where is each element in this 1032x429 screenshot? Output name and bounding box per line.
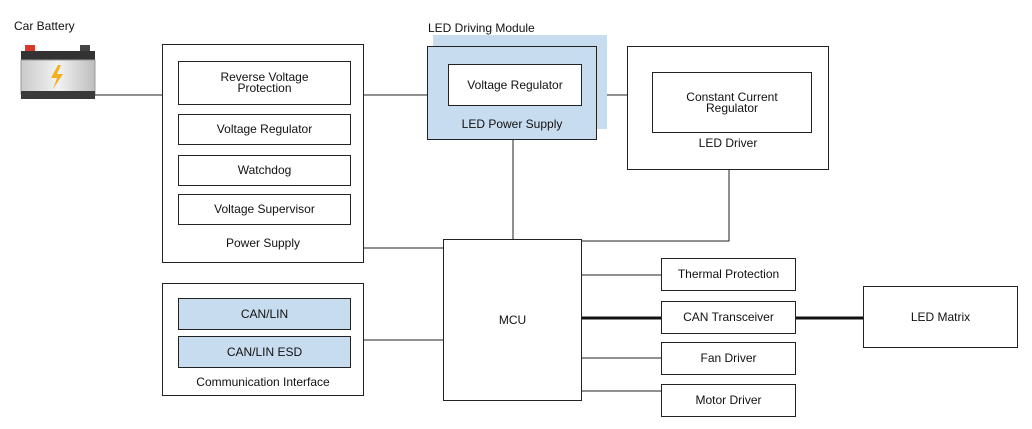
can-lin-label: CAN/LIN [240, 306, 289, 321]
can-lin-esd-label: CAN/LIN ESD [226, 344, 303, 359]
can-lin-esd-block: CAN/LIN ESD [178, 336, 351, 368]
reverse-voltage-protection-label: Reverse Voltage Protection [220, 70, 309, 95]
can-lin-block: CAN/LIN [178, 298, 351, 330]
constant-current-regulator-block: Constant Current Regulator [652, 72, 812, 133]
fan-driver-block: Fan Driver [661, 342, 796, 375]
can-transceiver-label: CAN Transceiver [683, 310, 774, 324]
thermal-protection-block: Thermal Protection [661, 258, 796, 291]
led-voltage-regulator-block: Voltage Regulator [448, 64, 582, 106]
led-driving-module-title: LED Driving Module [428, 21, 535, 35]
led-matrix-box: LED Matrix [863, 286, 1018, 348]
battery-label: Car Battery [14, 19, 75, 33]
led-power-supply-label: LED Power Supply [461, 117, 563, 131]
wire-led-driver-to-mcu [582, 170, 730, 242]
communication-interface-label: Communication Interface [196, 375, 330, 389]
mcu-label: MCU [498, 312, 527, 327]
led-matrix-label: LED Matrix [910, 309, 971, 324]
led-voltage-regulator-label: Voltage Regulator [467, 77, 563, 92]
mcu-box: MCU [443, 239, 582, 401]
battery-icon [20, 45, 96, 99]
thermal-protection-label: Thermal Protection [677, 267, 780, 281]
motor-driver-block: Motor Driver [661, 384, 796, 417]
power-supply-label: Power Supply [225, 236, 301, 250]
voltage-supervisor-label: Voltage Supervisor [214, 202, 315, 216]
led-driver-label: LED Driver [698, 136, 758, 150]
motor-driver-label: Motor Driver [695, 393, 762, 407]
reverse-voltage-protection-block: Reverse Voltage Protection [178, 61, 351, 105]
constant-current-regulator-label: Constant Current Regulator [686, 89, 778, 115]
can-transceiver-block: CAN Transceiver [661, 301, 796, 334]
voltage-regulator-label: Voltage Regulator [216, 122, 313, 136]
fan-driver-label: Fan Driver [700, 351, 757, 365]
voltage-regulator-block: Voltage Regulator [178, 114, 351, 145]
voltage-supervisor-block: Voltage Supervisor [178, 194, 351, 225]
watchdog-label: Watchdog [237, 163, 292, 177]
watchdog-block: Watchdog [178, 155, 351, 186]
